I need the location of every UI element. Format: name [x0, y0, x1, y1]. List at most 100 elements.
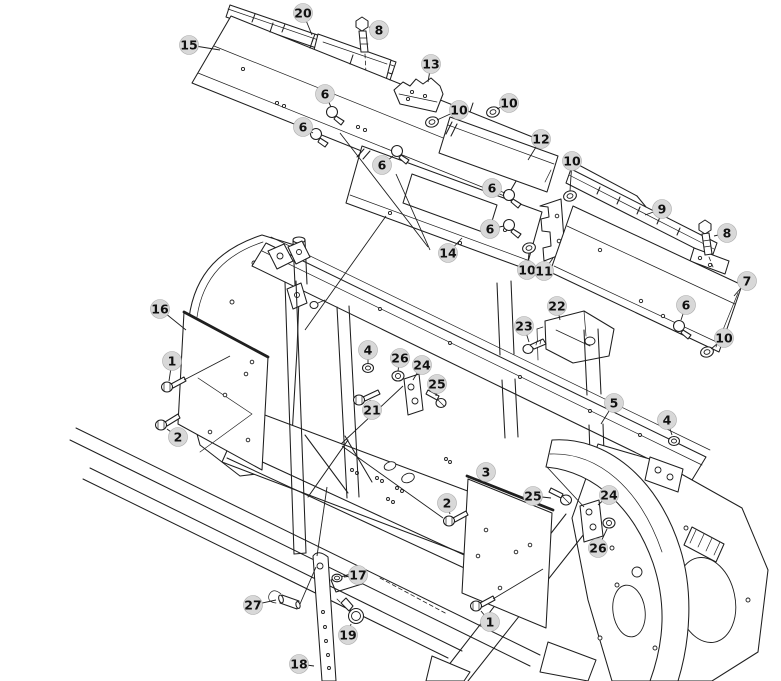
callout-circle: [714, 328, 734, 348]
callout-circle: [499, 93, 519, 113]
callout-circle: [369, 20, 389, 40]
callout-circle: [179, 35, 199, 55]
nut-10-b: [486, 106, 500, 118]
callout-circle: [534, 261, 554, 281]
callout-circle: [480, 612, 500, 632]
callout-number: 2: [174, 429, 183, 444]
part-bracket-22: [536, 310, 615, 364]
clamp-24-a: [403, 373, 424, 416]
callout-3: 3: [476, 462, 496, 483]
bolt-21: [352, 389, 381, 406]
callout-number: 18: [290, 656, 307, 671]
callout-10: 10: [517, 252, 537, 280]
bolt-6-f: [672, 319, 692, 340]
bolt-8-right: [698, 219, 714, 268]
nut-26-a: [391, 370, 405, 382]
callout-number: 21: [363, 402, 380, 417]
bolt-6-c: [390, 144, 410, 165]
nuts-4: [361, 362, 681, 447]
nut-4-b: [667, 435, 681, 447]
callout-number: 12: [532, 131, 549, 146]
callout-number: 16: [151, 301, 169, 316]
callout-19: 19: [338, 623, 358, 645]
callout-circle: [362, 400, 382, 420]
callout-circle: [514, 316, 534, 336]
callout-number: 4: [663, 412, 672, 427]
callout-26: 26: [390, 348, 410, 372]
callout-circle: [293, 3, 313, 23]
part-bracket-13: [393, 77, 444, 113]
right-end-plate: [425, 439, 769, 681]
callout-11: 11: [534, 257, 554, 281]
callout-number: 13: [422, 56, 439, 71]
callout-number: 3: [482, 464, 491, 479]
clamp-24-b: [579, 499, 604, 543]
callout-number: 10: [715, 330, 733, 345]
callout-circle: [476, 462, 496, 482]
callout-2: 2: [166, 427, 188, 447]
callout-number: 7: [743, 273, 752, 288]
pin-27: [268, 590, 301, 610]
callout-6: 6: [315, 84, 335, 108]
callout-20: 20: [293, 3, 313, 36]
clamp-plates-24: [403, 373, 604, 543]
callout-26: 26: [588, 528, 608, 558]
nut-10-c: [563, 190, 577, 202]
callout-circle: [372, 155, 392, 175]
part-strip-12: [438, 116, 559, 193]
callout-12: 12: [527, 129, 551, 161]
callout-circle: [289, 654, 309, 674]
callout-21: 21: [362, 399, 382, 420]
callout-number: 1: [486, 614, 495, 629]
callout-9: 9: [644, 199, 672, 219]
callout-number: 5: [610, 395, 619, 410]
callout-number: 19: [339, 627, 356, 642]
callout-16: 16: [150, 299, 187, 331]
callout-number: 10: [563, 153, 581, 168]
callout-4: 4: [358, 340, 378, 363]
callout-25: 25: [523, 486, 552, 506]
bolt-1-center: [469, 595, 496, 612]
callout-6: 6: [293, 117, 314, 137]
bolt-6-b: [309, 127, 329, 148]
part-plate-16: [177, 310, 270, 471]
nut-10-d: [522, 242, 536, 254]
callout-number: 6: [486, 221, 495, 236]
callout-10: 10: [496, 93, 519, 113]
callout-number: 25: [428, 376, 445, 391]
bolt-1-left: [160, 376, 187, 393]
callout-6: 6: [480, 219, 505, 239]
bolt-6-a: [325, 105, 345, 126]
callout-number: 23: [515, 318, 532, 333]
callout-circle: [737, 271, 757, 291]
callout-1: 1: [480, 610, 500, 632]
callout-number: 27: [244, 597, 261, 612]
callout-number: 22: [548, 298, 565, 313]
callout-circle: [523, 486, 543, 506]
callout-4: 4: [657, 410, 677, 436]
bolt-2-center: [442, 510, 469, 527]
bolt-8-top: [355, 16, 369, 94]
callout-7: 7: [733, 271, 757, 297]
callout-circle: [531, 129, 551, 149]
callout-circle: [338, 625, 358, 645]
callout-number: 10: [500, 95, 518, 110]
callout-circle: [562, 151, 582, 171]
callout-1: 1: [162, 351, 182, 382]
callout-number: 10: [518, 262, 536, 277]
callout-circle: [449, 100, 469, 120]
screw-25-b: [548, 487, 573, 506]
callout-circle: [168, 427, 188, 447]
callout-circle: [243, 595, 263, 615]
callout-circle: [604, 393, 624, 413]
socket-bolt-19: [336, 597, 365, 625]
nut-10-a: [425, 116, 439, 128]
callout-number: 24: [600, 487, 618, 502]
nuts-26: [391, 370, 616, 529]
part-shield-panel-7: [549, 205, 743, 353]
callout-14: 14: [438, 237, 463, 263]
callout-22: 22: [547, 296, 567, 321]
callout-number: 26: [589, 540, 607, 555]
